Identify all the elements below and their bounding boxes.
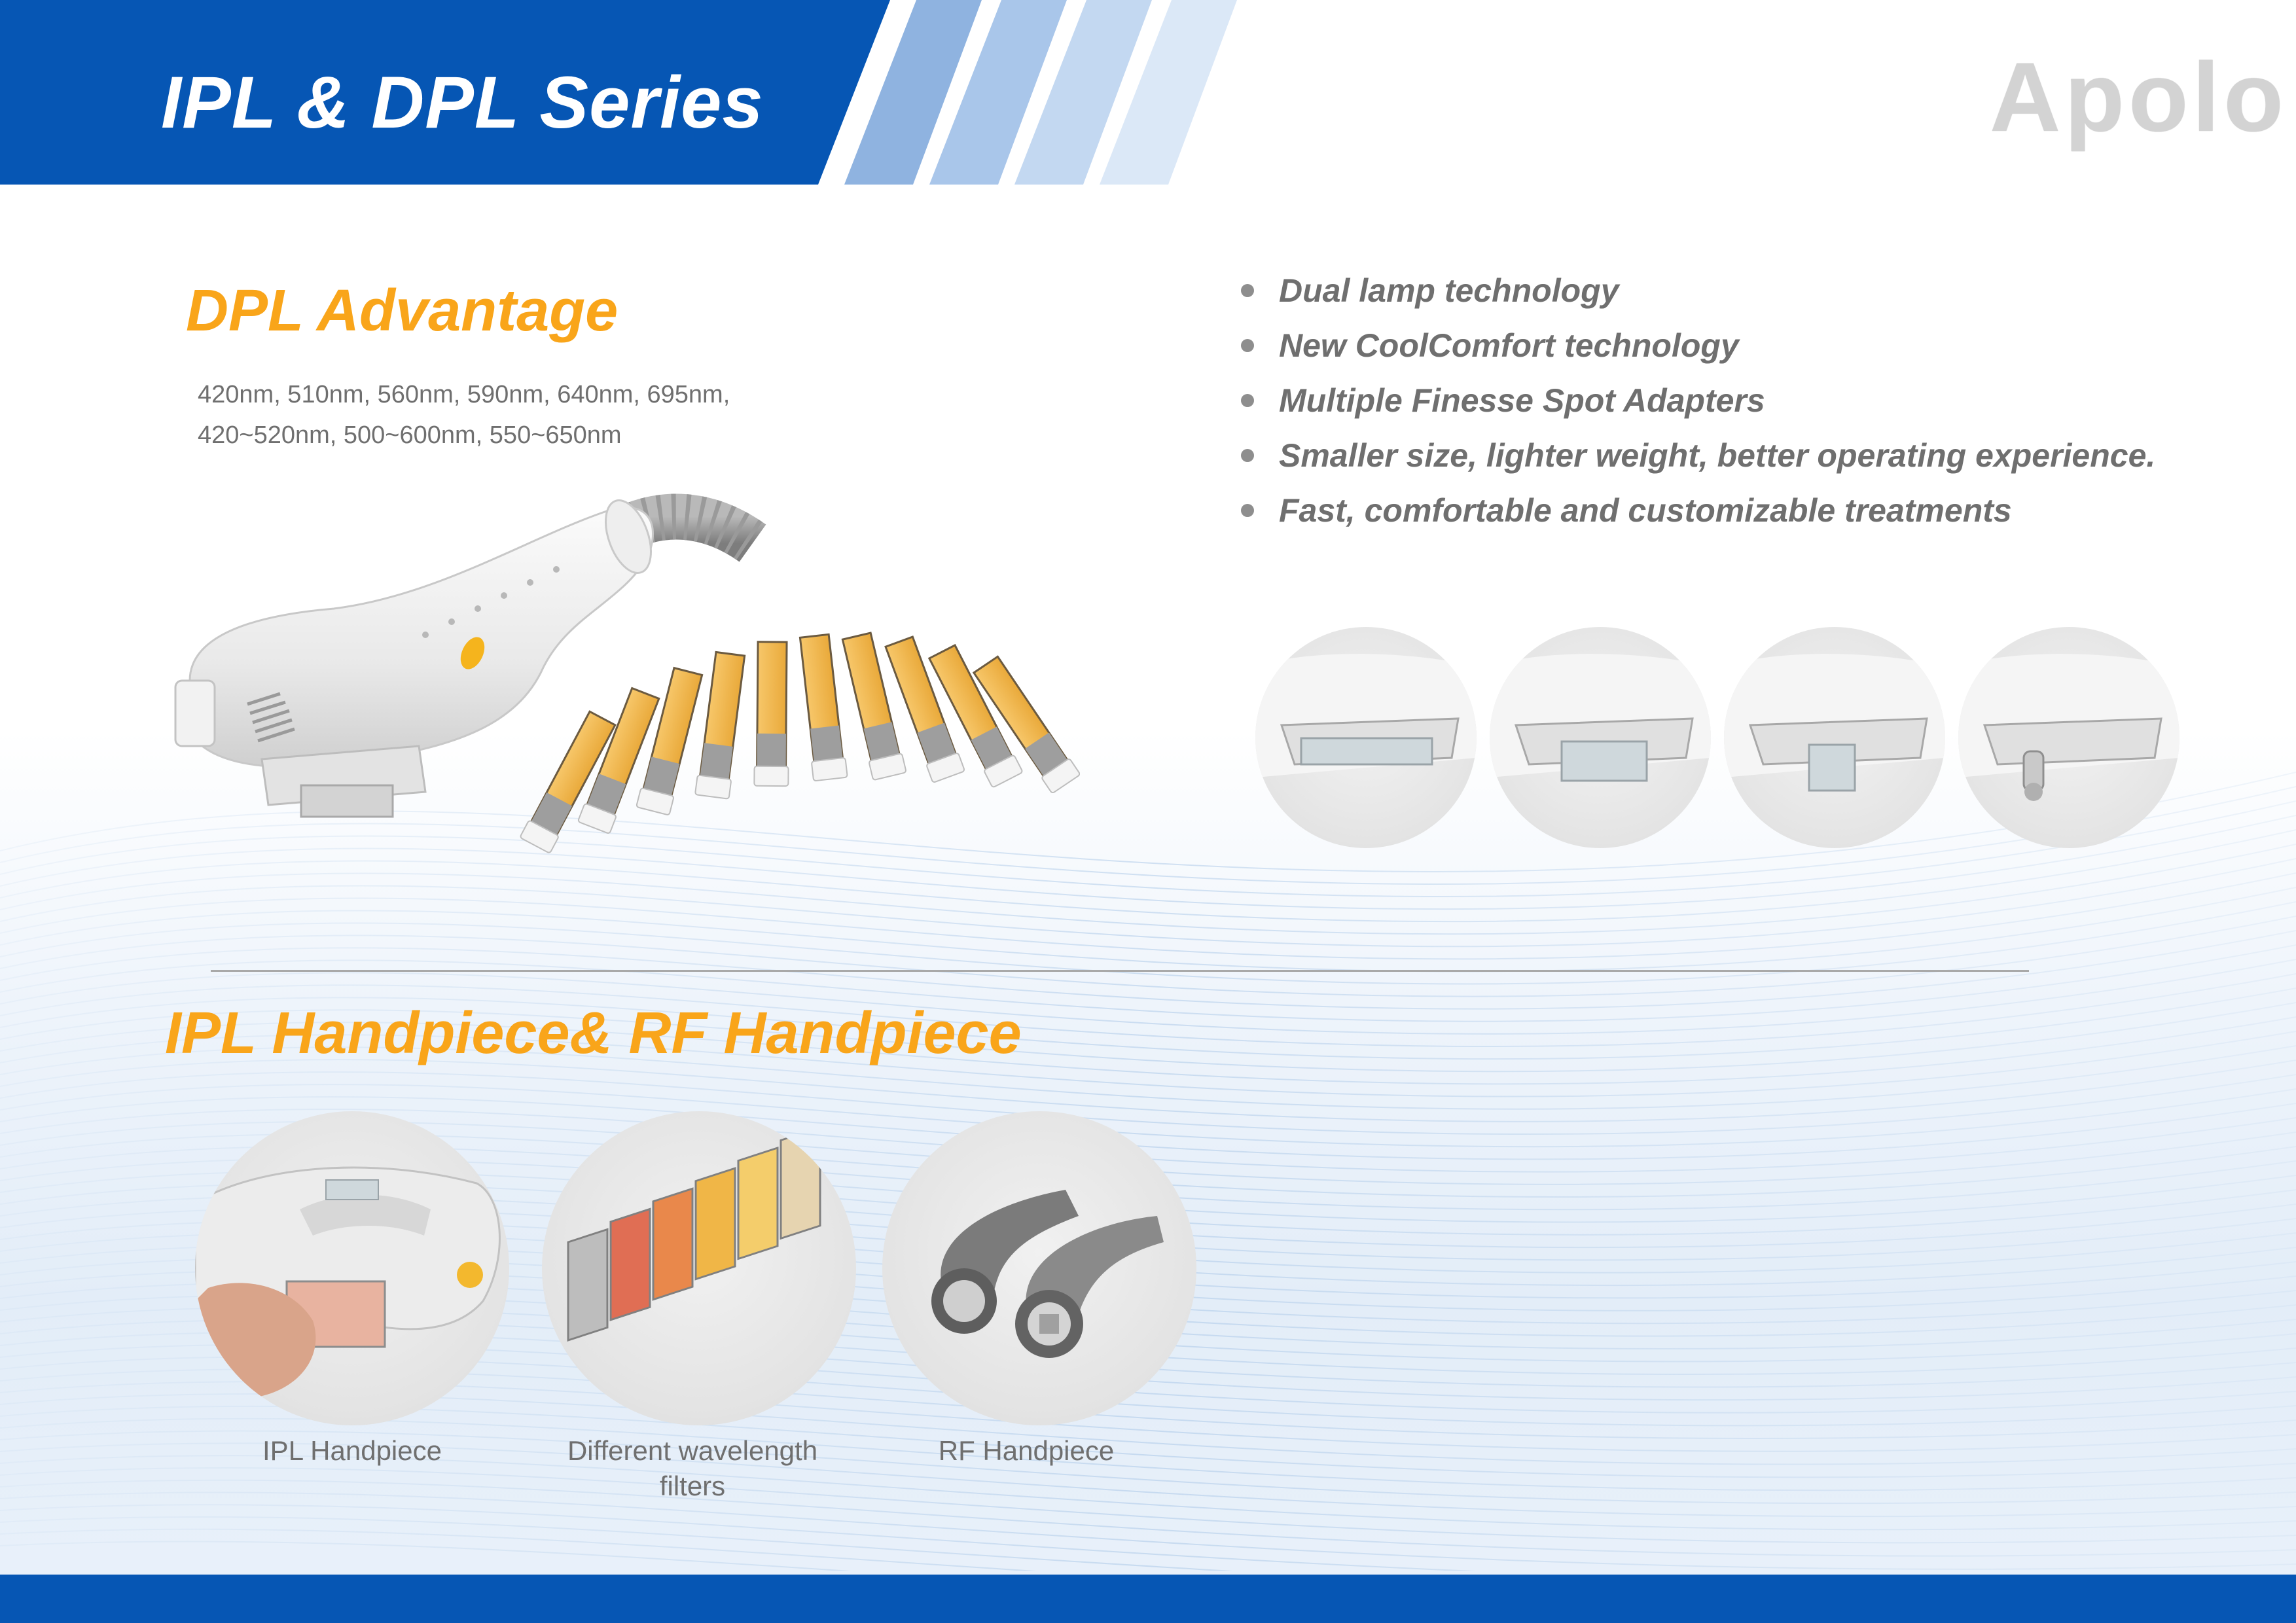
advantage-text: Multiple Finesse Spot Adapters bbox=[1279, 382, 1765, 419]
wave-line bbox=[0, 959, 2296, 1035]
small-spot-adapter-icon bbox=[1724, 654, 1945, 792]
ipl-rf-section-title: IPL Handpiece& RF Handpiece bbox=[165, 1001, 1022, 1066]
wave-line bbox=[0, 1016, 2296, 1085]
wave-line bbox=[0, 1528, 1036, 1571]
wave-line bbox=[0, 1059, 2296, 1122]
wave-line bbox=[0, 973, 2296, 1047]
advantage-item: Smaller size, lighter weight, better ope… bbox=[1241, 428, 2155, 483]
bullet-icon bbox=[1241, 504, 1254, 517]
advantage-text: Fast, comfortable and customizable treat… bbox=[1279, 492, 2012, 529]
bullet-icon bbox=[1241, 394, 1254, 407]
wavelength-line: 420nm, 510nm, 560nm, 590nm, 640nm, 695nm… bbox=[198, 381, 730, 408]
wave-line bbox=[0, 844, 2296, 935]
caption-line: Different wavelength bbox=[567, 1435, 818, 1466]
page-title: IPL & DPL Series bbox=[161, 62, 764, 143]
wave-line bbox=[0, 1504, 1476, 1571]
bullet-icon bbox=[1241, 449, 1254, 462]
wave-line bbox=[0, 1516, 1233, 1571]
wave-line bbox=[0, 1031, 2296, 1097]
ipl-handpiece-photo bbox=[195, 1111, 509, 1425]
medium-spot-adapter-icon bbox=[1490, 654, 1711, 782]
wavelength-filters-icon bbox=[567, 1126, 821, 1342]
dpl-section-title: DPL Advantage bbox=[186, 278, 619, 344]
wave-line bbox=[0, 1467, 2296, 1544]
section-divider bbox=[211, 970, 2029, 972]
bullet-icon bbox=[1241, 339, 1254, 352]
wave-line bbox=[0, 944, 2296, 1022]
rf-handpiece-icon bbox=[931, 1190, 1164, 1358]
wave-line bbox=[0, 930, 2296, 1010]
filter-adapters-icon bbox=[518, 631, 1080, 855]
adapter-medium-spot bbox=[1490, 627, 1711, 848]
filters-caption: Different wavelength filters bbox=[529, 1433, 856, 1504]
advantage-item: Fast, comfortable and customizable treat… bbox=[1241, 483, 2155, 538]
advantage-item: Multiple Finesse Spot Adapters bbox=[1241, 373, 2155, 428]
wave-line bbox=[0, 1084, 2296, 1148]
filter-card bbox=[796, 633, 849, 782]
rf-handpiece-caption: RF Handpiece bbox=[863, 1433, 1190, 1469]
brand-logo: Apolo bbox=[1990, 42, 2287, 152]
round-tip-adapter-icon bbox=[1958, 654, 2179, 801]
header-band bbox=[0, 0, 1237, 185]
wavelength-list: 420nm, 510nm, 560nm, 590nm, 640nm, 695nm… bbox=[198, 374, 730, 455]
wave-line bbox=[0, 1479, 2296, 1557]
adapter-round-tip bbox=[1958, 627, 2179, 848]
wave-line bbox=[0, 872, 2296, 960]
wavelength-line: 420~520nm, 500~600nm, 550~650nm bbox=[198, 421, 622, 449]
wave-line bbox=[0, 815, 2296, 910]
wave-line bbox=[0, 887, 2296, 972]
wave-line bbox=[0, 1045, 2296, 1110]
advantage-text: New CoolComfort technology bbox=[1279, 327, 1739, 364]
wave-line bbox=[0, 1455, 2296, 1531]
dpl-handpiece-icon bbox=[174, 493, 766, 818]
wave-line bbox=[0, 1430, 2296, 1505]
wave-line bbox=[0, 1541, 852, 1571]
wave-line bbox=[0, 1442, 2296, 1518]
adapter-small-spot bbox=[1724, 627, 1945, 848]
wave-line bbox=[0, 858, 2296, 948]
caption-line: RF Handpiece bbox=[938, 1435, 1115, 1466]
wavelength-filters-photo bbox=[542, 1111, 856, 1425]
caption-line: filters bbox=[659, 1471, 726, 1501]
footer-band bbox=[0, 1575, 2296, 1623]
filter-card bbox=[694, 651, 749, 800]
advantage-item: Dual lamp technology bbox=[1241, 263, 2155, 318]
advantage-item: New CoolComfort technology bbox=[1241, 318, 2155, 373]
wave-line bbox=[0, 1418, 2296, 1491]
advantage-text: Smaller size, lighter weight, better ope… bbox=[1279, 437, 2156, 474]
wave-line bbox=[0, 916, 2296, 997]
adapter-wide-spot bbox=[1255, 627, 1477, 848]
caption-line: IPL Handpiece bbox=[262, 1435, 442, 1466]
advantage-list: Dual lamp technology New CoolComfort tec… bbox=[1241, 263, 2155, 538]
wave-line bbox=[0, 1071, 2296, 1135]
wave-line bbox=[0, 829, 2296, 923]
wave-line bbox=[0, 1491, 2296, 1570]
wave-line bbox=[0, 772, 2296, 872]
filter-card bbox=[635, 666, 706, 817]
wave-line bbox=[0, 1002, 2296, 1073]
wide-spot-adapter-icon bbox=[1255, 654, 1477, 777]
filter-card bbox=[753, 641, 791, 787]
wave-line bbox=[0, 901, 2296, 985]
ipl-handpiece-caption: IPL Handpiece bbox=[188, 1433, 516, 1469]
advantage-text: Dual lamp technology bbox=[1279, 272, 1619, 309]
wave-line bbox=[0, 786, 2296, 885]
wave-line bbox=[0, 988, 2296, 1060]
wave-line bbox=[0, 800, 2296, 897]
bullet-icon bbox=[1241, 284, 1254, 297]
ipl-handpiece-icon bbox=[195, 1166, 501, 1399]
rf-handpiece-photo bbox=[882, 1111, 1196, 1425]
